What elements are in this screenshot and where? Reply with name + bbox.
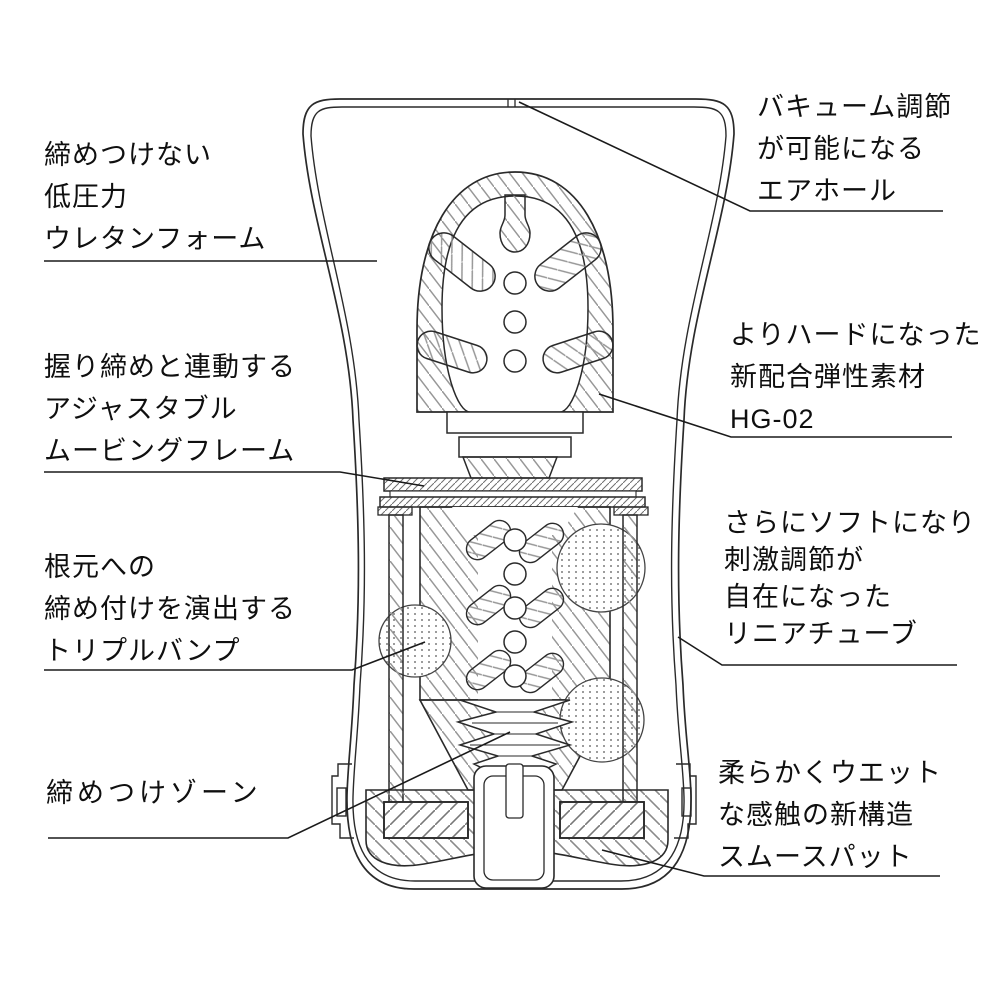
label-line: ウレタンフォーム (44, 224, 267, 254)
label-urethane-foam: 締めつけない 低圧力 ウレタンフォーム (44, 134, 266, 260)
bellows-creases (470, 711, 560, 757)
label-line: HG-02 (730, 404, 815, 434)
center-channel (473, 763, 555, 889)
leader-bump (44, 641, 426, 671)
label-line: 締めつけゾーン (46, 778, 262, 808)
label-line: 新配合弾性素材 (730, 362, 926, 392)
moving-frame-collar (379, 477, 646, 508)
label-line: 柔らかくウエット (718, 758, 942, 788)
lock-clip-left (331, 763, 354, 839)
label-line: 根元への (44, 552, 156, 582)
label-line: 握り締めと連動する (44, 352, 296, 382)
label-line: 低圧力 (44, 182, 128, 212)
leader-frame (44, 471, 425, 487)
leader-zone (48, 731, 511, 839)
dome-tooth-right-upper (534, 232, 602, 292)
label-line: スムースパット (718, 842, 913, 872)
neck-rings (446, 411, 584, 479)
label-air-hole: バキューム調節 が可能になる エアホール (757, 86, 952, 212)
outer-shell-outer-wall (302, 98, 735, 890)
dome-tooth-right-lower (542, 330, 614, 374)
label-line: が可能になる (757, 134, 925, 164)
label-line: エアホール (757, 176, 897, 206)
leader-pad (601, 849, 940, 877)
label-line: 締めつけない (44, 140, 212, 170)
lower-air-holes (503, 528, 527, 688)
dome-tooth-left-lower (416, 330, 488, 374)
smooth-pad-right (559, 801, 645, 839)
label-line: さらにソフトになり (724, 508, 976, 538)
dome-air-holes (503, 271, 527, 373)
label-line: 締め付けを演出する (44, 594, 296, 624)
smooth-pad-left (383, 801, 469, 839)
dome-top-tooth (499, 194, 531, 253)
lower-sleeve-teeth (465, 519, 565, 694)
leader-airhole (518, 101, 943, 212)
label-line: ムービングフレーム (44, 436, 296, 466)
leader-lines (44, 101, 957, 877)
label-line: な感触の新構造 (718, 800, 914, 830)
inner-sleeve-lower (378, 506, 646, 791)
lock-clip-right (674, 763, 697, 839)
dome-tooth-left-upper (428, 232, 496, 292)
smooth-pads (383, 801, 645, 839)
label-line: よりハードになった (730, 320, 982, 350)
leader-material (598, 393, 952, 438)
label-line: リニアチューブ (724, 619, 918, 649)
air-hole (507, 99, 516, 107)
frame-wall-right (622, 514, 638, 803)
label-line: アジャスタブル (44, 394, 238, 424)
label-linear-tube: さらにソフトになり 刺激調節が 自在になった リニアチューブ (724, 505, 976, 653)
frame-wall-left (388, 514, 404, 803)
leader-tube (677, 636, 957, 666)
lock-clips (331, 763, 697, 839)
label-smooth-pad: 柔らかくウエット な感触の新構造 スムースパット (718, 752, 942, 878)
moving-frame-walls (377, 506, 649, 803)
label-line: トリプルバンプ (44, 636, 241, 666)
inner-sleeve-dome (416, 171, 614, 413)
label-line: 刺激調節が (724, 545, 864, 575)
label-squeeze-zone: 締めつけゾーン (46, 772, 262, 814)
label-elastic-material: よりハードになった 新配合弾性素材 HG-02 (730, 314, 981, 440)
label-moving-frame: 握り締めと連動する アジャスタブル ムービングフレーム (44, 346, 296, 472)
center-slot (505, 763, 524, 819)
outer-shell-inner-wall (310, 106, 727, 882)
base-assembly (331, 763, 697, 889)
label-line: 自在になった (724, 582, 892, 612)
label-line: バキューム調節 (757, 92, 953, 122)
label-triple-bump: 根元への 締め付けを演出する トリプルバンプ (44, 546, 296, 672)
outer-shell (302, 98, 735, 890)
